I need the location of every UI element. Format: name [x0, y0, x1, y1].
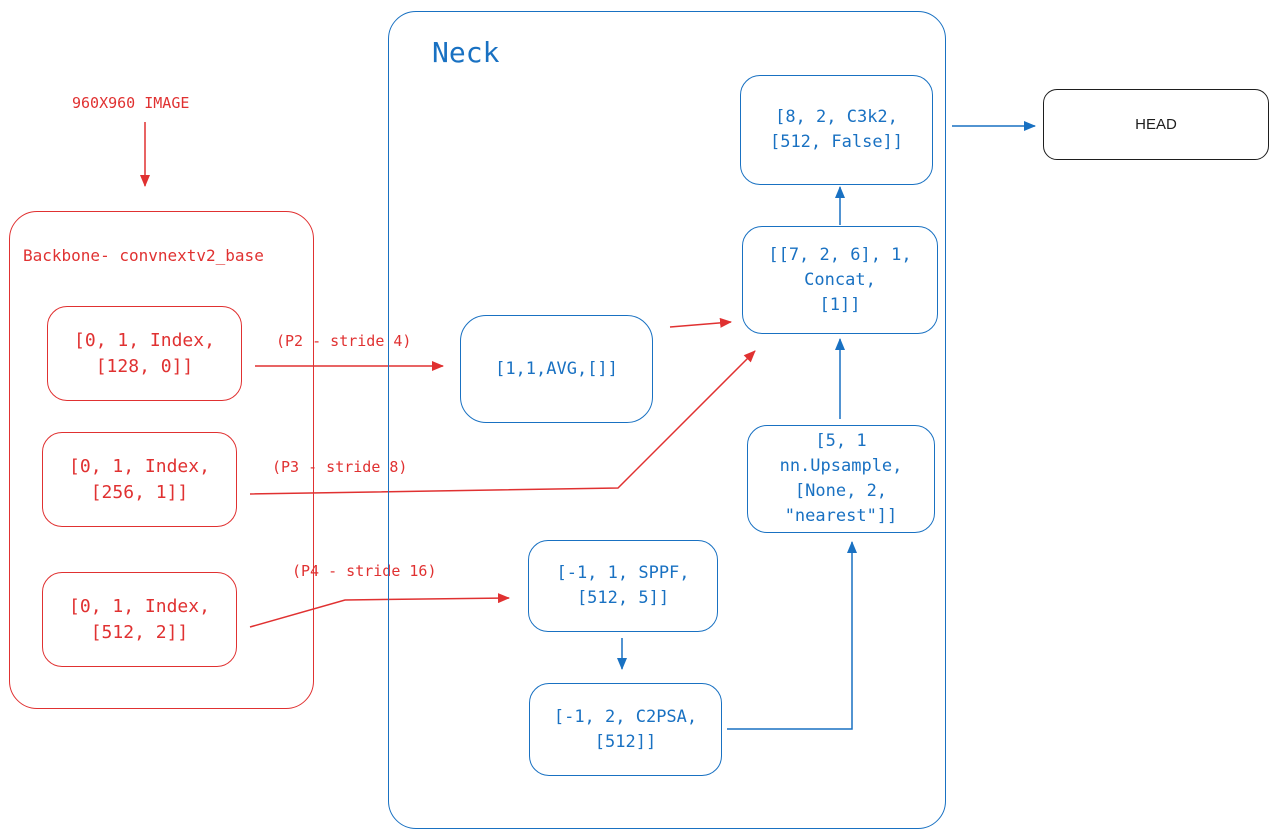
backbone-title: Backbone- convnextv2_base	[23, 246, 264, 265]
neck-node-c2psa[interactable]: [-1, 2, C2PSA, [512]]	[529, 683, 722, 776]
neck-title: Neck	[432, 36, 500, 69]
edge-label-p2: (P2 - stride 4)	[276, 332, 412, 350]
neck-node-c3k2[interactable]: [8, 2, C3k2, [512, False]]	[740, 75, 933, 185]
arrow-p3-to-concat	[249, 350, 756, 495]
arrow-c2psa-to-upsample	[727, 541, 857, 730]
backbone-group	[9, 211, 314, 709]
backbone-node-p2[interactable]: [0, 1, Index, [128, 0]]	[47, 306, 242, 401]
backbone-node-p4[interactable]: [0, 1, Index, [512, 2]]	[42, 572, 237, 667]
neck-node-avg[interactable]: [1,1,AVG,[]]	[460, 315, 653, 423]
head-node[interactable]: HEAD	[1043, 89, 1269, 160]
neck-node-upsample[interactable]: [5, 1 nn.Upsample, [None, 2, "nearest"]]	[747, 425, 935, 533]
neck-node-sppf[interactable]: [-1, 1, SPPF, [512, 5]]	[528, 540, 718, 632]
input-image-label: 960X960 IMAGE	[72, 94, 190, 112]
arrow-avg-to-concat	[669, 317, 732, 328]
edge-label-p3: (P3 - stride 8)	[272, 458, 408, 476]
neck-group	[388, 11, 946, 829]
backbone-node-p3[interactable]: [0, 1, Index, [256, 1]]	[42, 432, 237, 527]
arrow-p4-to-sppf	[249, 593, 510, 628]
neck-node-concat[interactable]: [[7, 2, 6], 1, Concat, [1]]	[742, 226, 938, 334]
edge-label-p4: (P4 - stride 16)	[292, 562, 437, 580]
